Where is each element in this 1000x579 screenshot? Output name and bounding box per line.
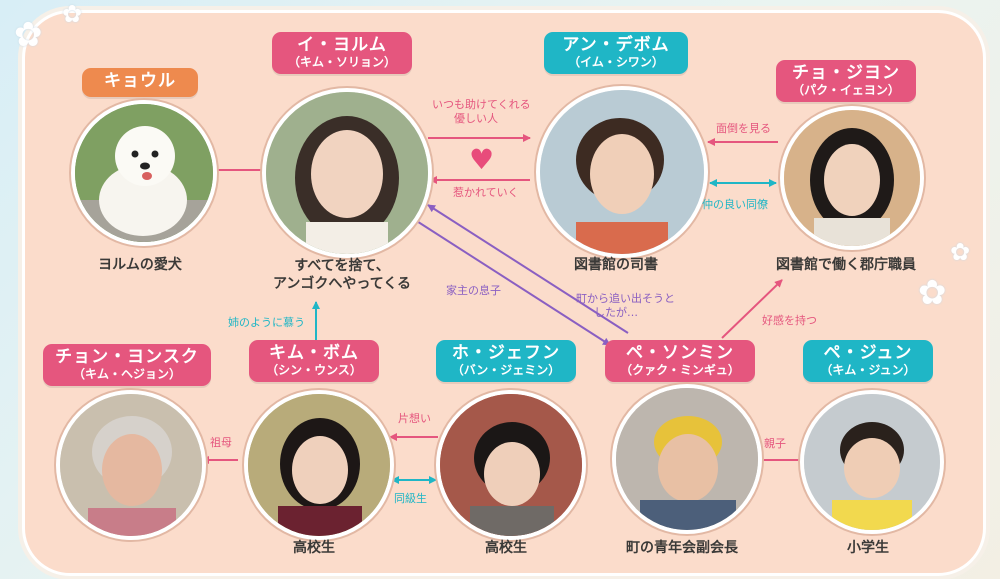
character-name: キム・ボム [269, 343, 359, 363]
relation-label: 祖母 [210, 436, 232, 449]
character-name: ホ・ジェフン [451, 343, 561, 363]
actor-name: （イム・シワン） [568, 54, 664, 69]
character-name: チョン・ヨンスク [55, 347, 199, 367]
relation-label: 面倒を見る [716, 122, 771, 135]
desc-daebeom: 図書館の司書 [574, 257, 658, 273]
desc-line: すべてを捨て、 [294, 258, 390, 274]
person-icon [540, 90, 704, 254]
person-icon [266, 92, 428, 254]
character-name: ペ・ジュン [823, 343, 913, 363]
heart-icon: ♥ [469, 143, 495, 176]
name-tag-daebeom: アン・デボム （イム・シワン） [544, 32, 688, 75]
character-name: イ・ヨルム [297, 35, 387, 55]
person-icon [784, 110, 920, 246]
desc-bom: 高校生 [293, 540, 335, 556]
flower-decoration-icon: ✿ [918, 273, 947, 313]
flower-decoration-icon: ✿ [62, 0, 83, 28]
name-tag-yeonsuk: チョン・ヨンスク （キム・ヘジョン） [43, 344, 211, 387]
photo-yeonsuk [56, 390, 206, 540]
name-tag-bom: キム・ボム （シン・ウンス） [249, 340, 379, 383]
desc-kyoul: ヨルムの愛犬 [98, 257, 182, 273]
character-name: アン・デボム [562, 35, 670, 55]
desc-junwon: 小学生 [847, 540, 889, 556]
photo-yeoreum [262, 88, 432, 258]
relation-line: いつも助けてくれる [432, 98, 531, 111]
actor-name: （キム・ジュン） [820, 362, 916, 377]
desc-sungmin: 町の青年会副会長 [626, 540, 738, 556]
photo-bom [244, 390, 394, 540]
actor-name: （キム・ソリョン） [287, 54, 396, 69]
actor-name: （キム・ヘジョン） [72, 366, 181, 381]
relation-line: したが… [594, 306, 638, 320]
name-tag-sungmin: ペ・ソンミン （クァク・ミンギュ） [605, 340, 755, 383]
desc-yeoreum: すべてを捨て、 アンゴクへやってくる [273, 258, 411, 293]
character-name: チョ・ジヨン [792, 63, 900, 83]
photo-jaehun [436, 390, 586, 540]
relation-label: 同級生 [394, 492, 427, 505]
person-icon [616, 388, 758, 530]
relation-label: 家主の息子 [446, 284, 501, 297]
actor-name: （クァク・ミンギュ） [620, 362, 740, 377]
name-tag-jiyeon: チョ・ジヨン （パク・イェヨン） [776, 60, 916, 103]
person-icon [60, 394, 202, 536]
character-name: ペ・ソンミン [626, 343, 734, 363]
desc-jaehun: 高校生 [485, 540, 527, 556]
person-icon [248, 394, 390, 536]
relation-label: いつも助けてくれる 優しい人 [432, 98, 531, 127]
photo-sungmin [612, 384, 762, 534]
person-icon [804, 394, 940, 530]
photo-daebeom [536, 86, 708, 258]
dog-icon [75, 104, 213, 242]
name-tag-kyoul: キョウル [82, 68, 198, 97]
flower-decoration-icon: ✿ [950, 238, 971, 266]
desc-line: アンゴクへやってくる [272, 275, 412, 292]
arrow-sungmin-yeoreum [427, 204, 629, 334]
arrow-sungmin-jiyeon [721, 279, 783, 339]
photo-kyoul-dog [71, 100, 217, 246]
relation-label: 片想い [398, 412, 431, 425]
flower-decoration-icon: ✿ [14, 15, 43, 55]
relation-label: 親子 [764, 437, 786, 450]
relation-line: 優しい人 [454, 112, 498, 126]
name-tag-junwon: ペ・ジュン （キム・ジュン） [803, 340, 933, 383]
relation-line: 町から追い出そうと [576, 292, 675, 305]
photo-jiyeon [780, 106, 924, 250]
relation-label: 惹かれていく [453, 186, 519, 199]
character-name: キョウル [104, 71, 176, 91]
actor-name: （バン・ジェミン） [451, 362, 561, 377]
name-tag-yeoreum: イ・ヨルム （キム・ソリョン） [272, 32, 412, 75]
desc-jiyeon: 図書館で働く郡庁職員 [776, 257, 916, 273]
relation-label: 仲の良い同僚 [702, 198, 768, 211]
relation-label: 町から追い出そうと したが… [576, 292, 675, 321]
relation-label: 好感を持つ [762, 314, 817, 327]
relation-label: 姉のように慕う [228, 316, 305, 329]
person-icon [440, 394, 582, 536]
photo-junwon [800, 390, 944, 534]
actor-name: （パク・イェヨン） [792, 82, 900, 97]
actor-name: （シン・ウンス） [266, 362, 362, 377]
name-tag-jaehun: ホ・ジェフン （バン・ジェミン） [436, 340, 576, 383]
arrow-yeoreum-sungmin [411, 217, 611, 346]
